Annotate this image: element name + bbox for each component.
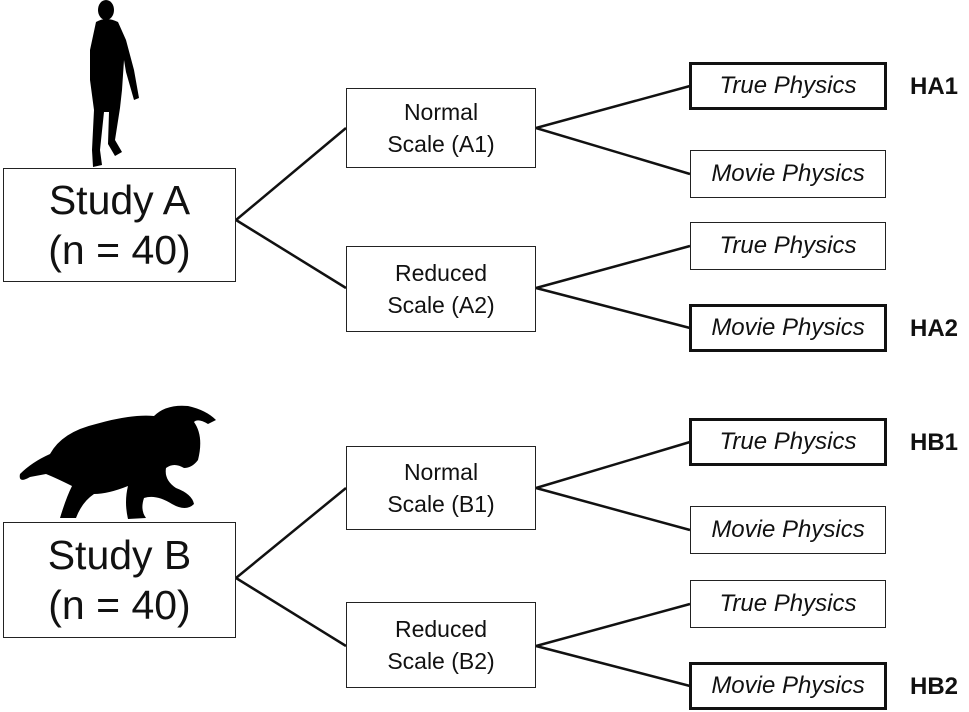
link-b1-to-true [535, 440, 691, 490]
outcome-b2-true-physics: True Physics [690, 580, 886, 628]
condition-box-b1: Normal Scale (B1) [346, 446, 536, 530]
outcome-a1-movie-physics: Movie Physics [690, 150, 886, 198]
hypothesis-hb1: HB1 [910, 429, 959, 456]
link-study-b-to-b2 [235, 576, 347, 648]
outcome-label: Movie Physics [711, 160, 865, 187]
study-a-box: Study A (n = 40) [3, 168, 236, 282]
link-b2-to-true [535, 602, 691, 648]
outcome-label: Movie Physics [711, 516, 865, 543]
hypothesis-ha2: HA2 [910, 315, 959, 342]
outcome-label: True Physics [719, 428, 857, 455]
condition-line1: Normal [403, 99, 479, 125]
link-a2-to-movie [535, 286, 691, 330]
hypothesis-hb2: HB2 [910, 673, 959, 700]
outcome-b2-movie-physics: Movie Physics [689, 662, 887, 710]
link-a1-to-movie [535, 126, 691, 176]
outcome-a2-movie-physics: Movie Physics [689, 304, 887, 352]
link-a2-to-true [535, 244, 691, 290]
outcome-label: True Physics [719, 232, 857, 259]
condition-box-a1: Normal Scale (A1) [346, 88, 536, 168]
condition-line1: Reduced [394, 616, 488, 642]
condition-line2: Scale (A1) [387, 131, 495, 157]
study-sample-size: (n = 40) [48, 582, 191, 628]
outcome-a2-true-physics: True Physics [690, 222, 886, 270]
human-silhouette-icon [90, 0, 139, 167]
study-title: Study A [48, 177, 191, 223]
condition-line2: Scale (A2) [387, 292, 495, 318]
outcome-label: Movie Physics [711, 672, 865, 699]
outcome-b1-movie-physics: Movie Physics [690, 506, 886, 554]
link-b1-to-movie [535, 486, 691, 532]
outcome-label: True Physics [719, 590, 857, 617]
link-study-b-to-b1 [235, 487, 347, 579]
outcome-a1-true-physics: True Physics [689, 62, 887, 110]
condition-line1: Normal [403, 459, 479, 485]
link-study-a-to-a1 [235, 127, 347, 221]
hypothesis-ha1: HA1 [910, 73, 959, 100]
link-a1-to-true [535, 84, 691, 130]
study-title: Study B [47, 532, 192, 578]
condition-box-b2: Reduced Scale (B2) [346, 602, 536, 688]
outcome-label: Movie Physics [711, 314, 865, 341]
condition-line2: Scale (B2) [387, 648, 495, 674]
link-study-a-to-a2 [235, 218, 347, 290]
study-sample-size: (n = 40) [48, 227, 191, 273]
outcome-label: True Physics [719, 72, 857, 99]
condition-line1: Reduced [394, 260, 488, 286]
link-b2-to-movie [535, 644, 691, 688]
condition-box-a2: Reduced Scale (A2) [346, 246, 536, 332]
condition-line2: Scale (B1) [387, 491, 495, 517]
study-b-box: Study B (n = 40) [3, 522, 236, 638]
outcome-b1-true-physics: True Physics [689, 418, 887, 466]
cat-silhouette-icon [19, 405, 216, 519]
